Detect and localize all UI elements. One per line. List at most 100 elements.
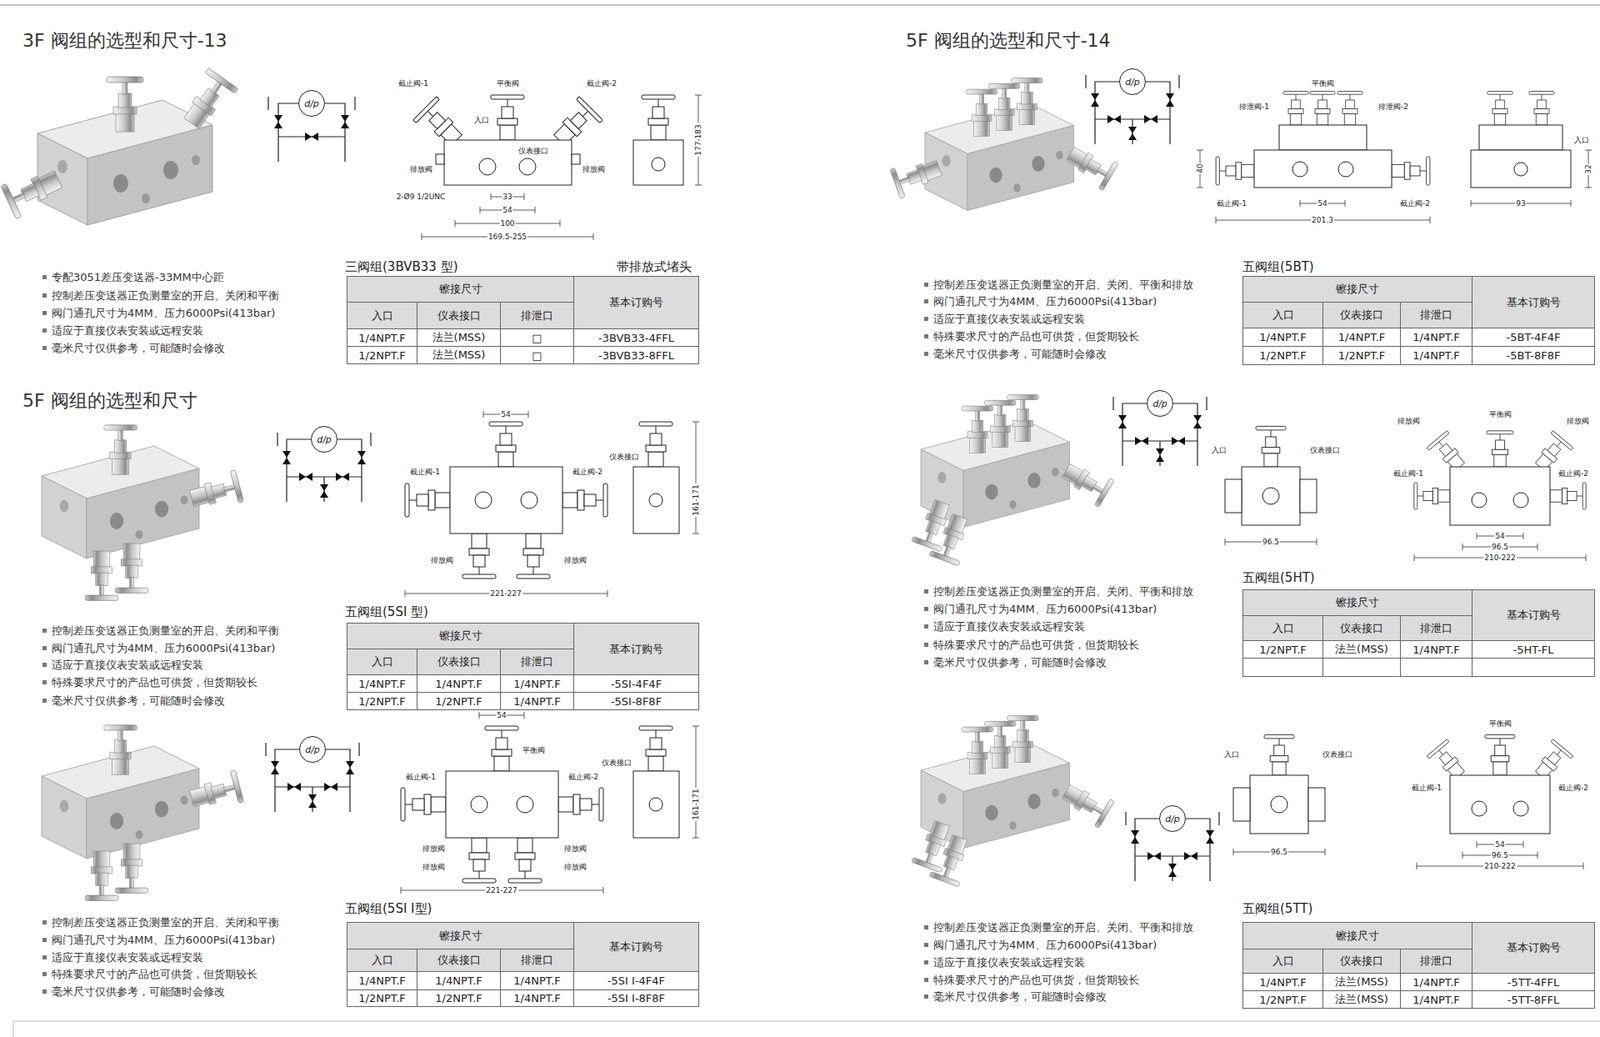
table-cell: 法兰(MSS) (1322, 972, 1401, 991)
feature-bullet: 阀门通孔尺寸为4MM、压力6000Psi(413bar) (51, 934, 275, 947)
bullet-square (924, 642, 929, 647)
dimension-label: 排放阀 (581, 165, 606, 174)
dimension-label: 平衡阀 (521, 745, 546, 755)
table-title: 五阀组(5TT) (1242, 901, 1313, 916)
table-cell: 1/4NPT.F (500, 674, 575, 693)
dp-label: d/p (1152, 398, 1168, 410)
dp-circle: d/p (1119, 68, 1146, 95)
feature-bullet: 阀门通孔尺寸为4MM、压力6000Psi(413bar) (933, 603, 1157, 616)
feature-bullet: 适应于直接仪表安装或远程安装 (933, 956, 1085, 970)
table-header: 仪表接口 (416, 301, 501, 330)
dimension-label: 177-183 (694, 123, 703, 157)
table-header: 排泄口 (1400, 948, 1473, 974)
table-header: 镲接尺寸 (1242, 275, 1473, 303)
table-cell: 法兰(MSS) (416, 328, 501, 347)
dimension-label: 仪表接口 (608, 452, 640, 461)
dp-label: d/p (316, 434, 332, 445)
table-cell: -5BT-4F4F (1471, 327, 1595, 347)
dimension-label: 210-222 (1483, 553, 1517, 562)
dimension-label: 2-Ø9 1/2UNC (395, 192, 447, 201)
bullet-square (924, 299, 929, 304)
dimension-label: 入口 (1573, 135, 1590, 145)
dimension-label: 排放阀 (421, 862, 446, 871)
feature-bullet: 控制差压变送器正负测量室的开启、关闭、平衡和排放 (933, 585, 1194, 599)
table-cell: 法兰(MSS) (1322, 640, 1401, 659)
dp-circle: d/p (298, 90, 325, 117)
bullet-square (924, 316, 929, 321)
table-cell: 法兰(MSS) (1322, 990, 1401, 1009)
bullet-square (924, 334, 929, 339)
table-cell: 法兰(MSS) (416, 345, 501, 365)
dimension-label: 54 (501, 205, 513, 215)
table-header: 仪表接口 (416, 948, 501, 972)
table-cell: □ (500, 345, 575, 365)
table-cell: 1/4NPT.F (1242, 972, 1324, 991)
dimension-label: 54 (500, 410, 511, 419)
feature-bullet: 特殊要求尺寸的产品也可供货，但货期较长 (933, 330, 1140, 344)
table-header: 仪表接口 (1322, 948, 1401, 974)
table-header: 排泄口 (500, 301, 575, 330)
feature-bullet: 控制差压变送器正负测量室的开启、关闭、平衡和排放 (933, 921, 1194, 935)
bullet-square (42, 275, 47, 280)
table-cell: 1/4NPT.F (416, 674, 501, 693)
table-cell: 1/2NPT.F (1322, 345, 1401, 365)
bullet-square (42, 698, 47, 703)
table-title: 五阀组(5SI 型) (345, 605, 429, 620)
dp-circle: d/p (1159, 805, 1186, 832)
table-title: 五阀组(5BT) (1242, 260, 1315, 275)
bullet-square (42, 310, 47, 315)
dimension-label: 截止阀-2 (567, 772, 600, 781)
table-title: 五阀组(5HT) (1242, 570, 1315, 585)
table-header: 排泄口 (1400, 615, 1473, 641)
dimension-label: 截止阀-1 (405, 772, 437, 781)
bullet-square (924, 606, 929, 611)
dp-circle: d/p (299, 735, 326, 763)
table-header: 镲接尺寸 (346, 921, 575, 950)
dimension-label: 161-171 (691, 787, 700, 821)
table-header: 排泄口 (1400, 301, 1473, 329)
feature-bullet: 适应于直接仪表安装或远程安装 (51, 659, 204, 672)
dimension-label: 96.5 (1490, 850, 1510, 860)
table-note: 带排放式堵头 (616, 260, 692, 275)
feature-bullet: 毫米尺寸仅供参考，可能随时会修改 (933, 990, 1107, 1004)
table-header: 基本订购号 (1471, 921, 1595, 974)
table-cell: 1/2NPT.F (416, 989, 501, 1007)
dimension-label: 排放阀 (1396, 416, 1421, 425)
table-header: 镲接尺寸 (346, 622, 575, 650)
table-cell: 1/4NPT.F (346, 328, 418, 347)
feature-bullet: 适应于直接仪表安装或远程安装 (51, 325, 204, 338)
feature-bullet: 控制差压变送器正负测量室的开启、关闭和平衡 (51, 625, 280, 638)
bullet-square (924, 624, 929, 629)
dimension-label: 仪表接口 (1321, 750, 1354, 759)
table-cell: -3BVB33-4FFL (573, 328, 700, 347)
table-cell: 1/4NPT.F (500, 970, 575, 990)
feature-bullet: 阀门通孔尺寸为4MM、压力6000Psi(413bar) (933, 295, 1157, 309)
dimension-label: 169.5-255 (487, 232, 528, 241)
dimension-label: 96.5 (1261, 537, 1280, 546)
table-header: 基本订购号 (573, 275, 700, 330)
bullet-square (42, 955, 47, 960)
feature-bullet: 阀门通孔尺寸为4MM、压力6000Psi(413bar) (51, 642, 275, 655)
dimension-label: 54 (1316, 199, 1328, 208)
table-header: 镲接尺寸 (346, 275, 575, 303)
table-cell: 1/4NPT.F (1400, 327, 1473, 347)
dimension-label: 平衡阀 (1488, 719, 1513, 728)
table-header: 基本订购号 (1471, 275, 1595, 329)
dimension-label: 54 (1494, 531, 1505, 540)
dimension-label: 截止阀-1 (1392, 469, 1425, 478)
bullet-square (924, 925, 929, 930)
table-cell: -5SI I-8F8F (573, 989, 700, 1007)
dimension-label: 54 (1494, 840, 1505, 849)
dimension-label: 截止阀-2 (1557, 783, 1590, 792)
table-header: 仪表接口 (1322, 615, 1401, 641)
dimension-label: 截止阀-2 (1557, 469, 1590, 478)
dimension-label: 入口 (1223, 750, 1240, 759)
dimension-label: 33 (501, 192, 513, 201)
dimension-label: 排泄阀-2 (1377, 102, 1410, 111)
bullet-square (42, 937, 47, 942)
dimension-label: 排放阀 (430, 555, 455, 565)
feature-bullet: 特殊要求尺寸的产品也可供货，但货期较长 (933, 974, 1140, 987)
dimension-label: 排放阀 (563, 844, 588, 853)
table-header: 排泄口 (500, 948, 575, 972)
